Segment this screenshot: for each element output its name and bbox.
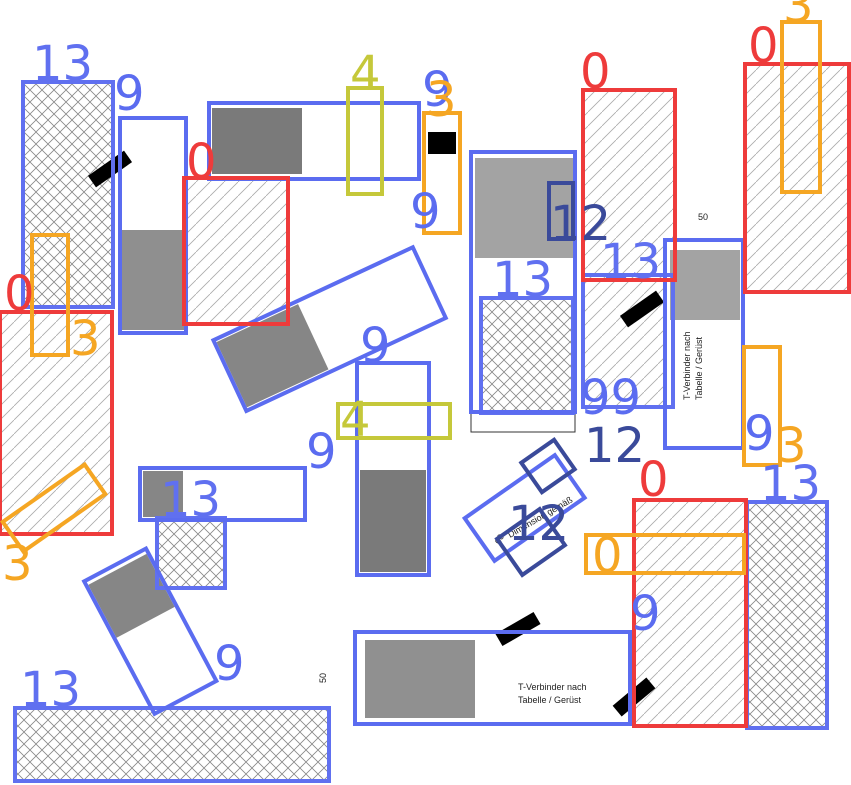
label-13: 13	[20, 662, 81, 718]
verbinder-text-bottom-2: Tabelle / Gerüst	[518, 695, 582, 705]
box-class-4	[346, 86, 384, 196]
label-0: 0	[580, 44, 611, 100]
box-class-9	[355, 361, 431, 577]
box-class-3	[422, 111, 462, 235]
label-9: 9	[422, 62, 453, 118]
label-0: 0	[638, 452, 669, 508]
dimension-50-bottom: 50	[318, 673, 328, 683]
box-class-13	[581, 273, 675, 409]
label-12: 12	[508, 496, 569, 552]
label-4: 4	[340, 392, 371, 448]
label-9: 9	[214, 636, 245, 692]
box-class-3	[742, 345, 782, 467]
label-0: 0	[748, 18, 779, 74]
label-13: 13	[32, 36, 93, 92]
label-9: 9	[114, 66, 145, 122]
box-class-9	[138, 466, 307, 522]
annotation-boxes	[0, 20, 851, 783]
box-class-9	[461, 452, 588, 564]
box-class-9	[207, 101, 421, 181]
box-class-13	[13, 706, 331, 783]
label-0: 0	[186, 134, 217, 190]
label-3: 3	[783, 0, 814, 34]
label-99: 99	[580, 370, 641, 426]
label-9: 9	[306, 424, 337, 480]
verbinder-text-right-1: T-Verbinder nach	[682, 331, 692, 400]
box-class-4	[336, 402, 452, 440]
label-9: 9	[410, 184, 441, 240]
box-class-9	[81, 545, 220, 717]
label-13: 13	[760, 456, 821, 512]
box-class-12	[547, 181, 575, 241]
label-0: 0	[4, 266, 35, 322]
label-13: 13	[160, 472, 221, 528]
box-class-12	[518, 436, 578, 496]
dimension-50-top: 50	[698, 212, 708, 222]
label-12: 12	[584, 418, 645, 474]
label-3: 3	[2, 536, 33, 592]
label-13: 13	[600, 234, 661, 290]
box-class-0	[0, 310, 114, 536]
label-9: 9	[360, 318, 391, 374]
box-class-3	[30, 233, 70, 357]
label-9: 9	[630, 586, 661, 642]
box-class-0	[581, 88, 677, 282]
label-3: 3	[776, 418, 807, 474]
box-class-0	[632, 498, 748, 728]
box-class-9	[210, 244, 449, 414]
class-labels: 13 9 4 9 3 0 9 0 0 3 12 13 13 0 3 9 4 99…	[2, 0, 821, 718]
box-class-3	[584, 533, 746, 575]
label-12: 12	[550, 196, 611, 252]
box-class-9	[663, 238, 745, 450]
label-3: 3	[70, 311, 101, 367]
drawing-fragments: 50 50 60 T-Verbinder nach Tabelle / Gerü…	[0, 63, 850, 782]
label-9: 9	[744, 406, 775, 462]
verbinder-text-bottom-1: T-Verbinder nach	[518, 682, 587, 692]
label-13: 13	[492, 252, 553, 308]
box-class-12	[494, 506, 568, 578]
box-class-9	[353, 630, 632, 726]
label-4: 4	[350, 46, 381, 102]
label-3: 3	[426, 72, 457, 128]
box-class-0	[182, 176, 290, 326]
verbinder-text-right-2: Tabelle / Gerüst	[694, 336, 704, 400]
box-class-3	[0, 461, 109, 555]
box-class-0	[743, 62, 851, 294]
label-0: 0	[592, 528, 623, 584]
box-class-9	[469, 150, 577, 414]
box-class-3	[780, 20, 822, 194]
